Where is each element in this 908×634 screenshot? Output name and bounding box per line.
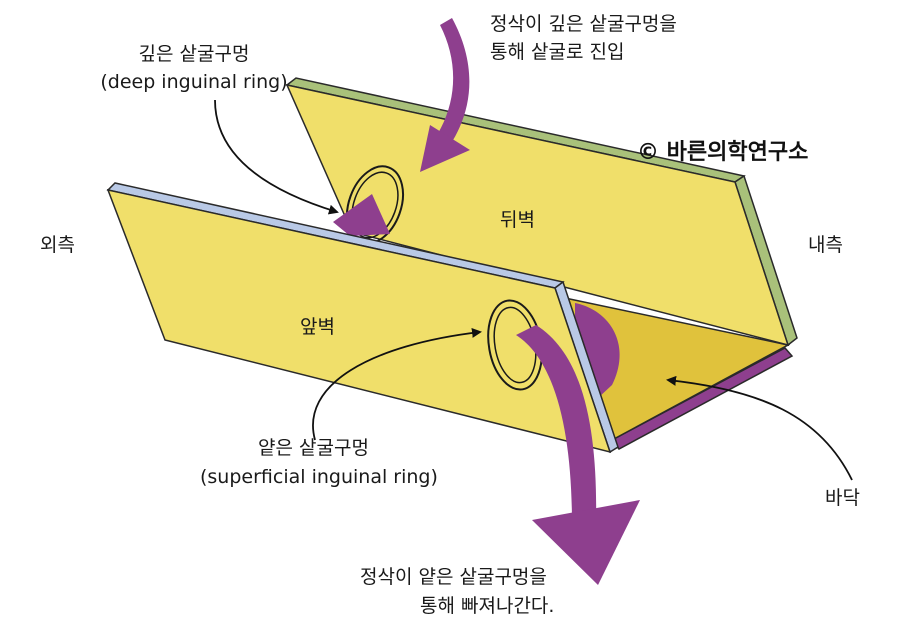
back-wall-label: 뒤벽 — [500, 209, 535, 231]
floor-leader-line — [666, 375, 853, 481]
deep-ring-inner — [351, 171, 399, 239]
entry-label-line2: 통해 샅굴로 진입 — [490, 41, 625, 63]
deep-ring-leader-line — [214, 99, 339, 215]
back-wall-panel — [285, 83, 790, 347]
copyright-mark: © 바른의학연구소 — [637, 140, 808, 165]
inner-side-label: 내측 — [808, 234, 843, 256]
superficial-ring-label-ko: 얕은 샅굴구멍 — [258, 437, 369, 459]
front-wall-panel — [106, 188, 612, 454]
superficial-ring-label-en: (superficial inguinal ring) — [200, 466, 438, 488]
exit-label-line2: 통해 빠져나간다. — [420, 595, 555, 617]
cord-at-deep-ring — [333, 194, 390, 236]
deep-ring-label-en: (deep inguinal ring) — [100, 71, 288, 93]
cord-inside-canal — [575, 303, 620, 398]
entry-arrow-shaft — [437, 18, 470, 145]
exit-label-line1: 정삭이 얕은 샅굴구멍을 — [360, 566, 547, 588]
exit-arrow-head — [532, 500, 640, 585]
exit-arrow-shaft — [516, 325, 597, 525]
entry-label-line1: 정삭이 깊은 샅굴구멍을 — [490, 13, 677, 35]
superficial-ring-leader-line — [312, 327, 482, 441]
entry-arrow-head — [420, 125, 470, 172]
copyright-symbol: © — [637, 140, 659, 165]
deep-ring-label-ko: 깊은 샅굴구멍 — [138, 43, 250, 65]
copyright-text: 바른의학연구소 — [666, 140, 809, 165]
floor-label: 바닥 — [825, 487, 860, 509]
outer-side-label: 외측 — [40, 234, 75, 256]
front-wall-label: 앞벽 — [300, 316, 335, 338]
